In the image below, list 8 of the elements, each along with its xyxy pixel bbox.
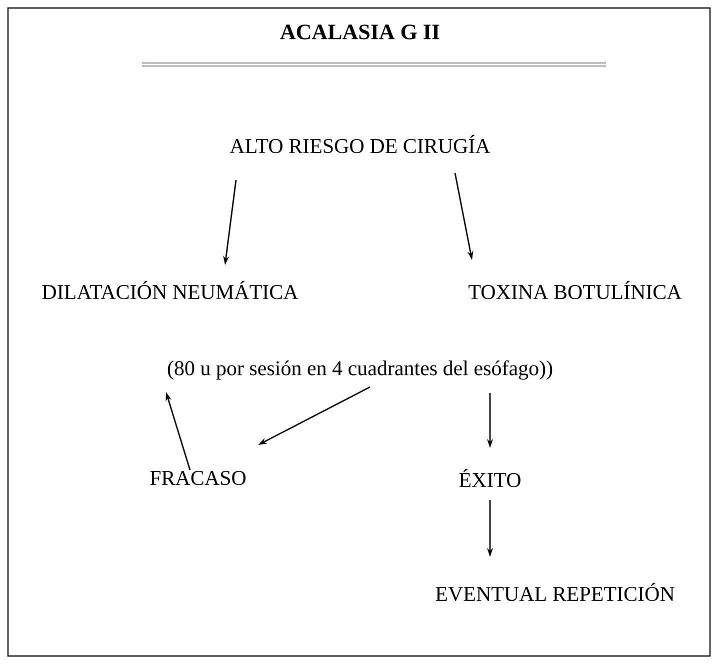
node-text: ÉXITO — [459, 468, 520, 488]
node-text: FRACASO — [150, 470, 246, 486]
node-text: EVENTUAL REPETICIÓN — [436, 582, 674, 602]
node-text: DILATACIÓN NEUMÁTICA — [42, 280, 298, 300]
node-text: TOXINA BOTULÍNICA — [468, 280, 682, 300]
node-text: (80 u por sesión en 4 cuadrantes del esófago)) — [168, 360, 552, 380]
node-text: ALTO RIESGO DE CIRUGÍA — [230, 134, 490, 154]
title: ACALASIA G II — [280, 24, 440, 40]
